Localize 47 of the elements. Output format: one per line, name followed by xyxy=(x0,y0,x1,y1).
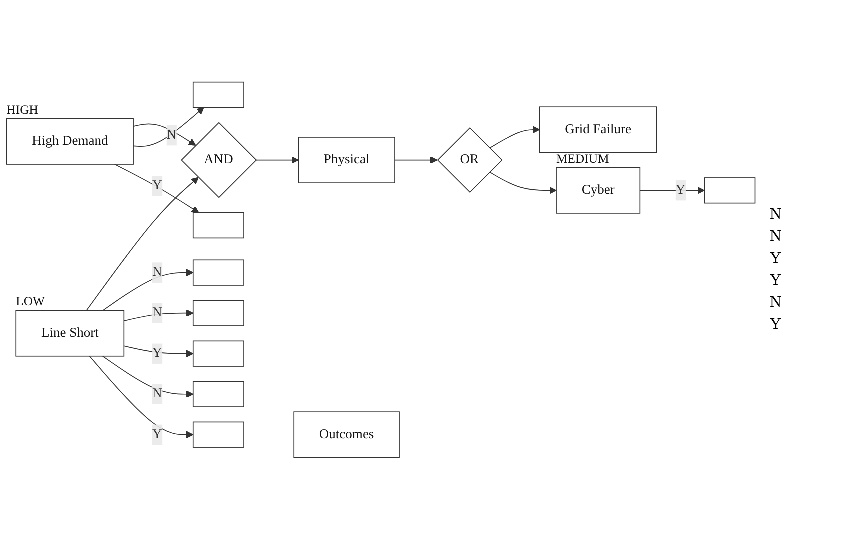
node-box xyxy=(192,260,244,286)
node-box xyxy=(192,82,244,108)
node-box: Cyber xyxy=(556,167,641,214)
branch-label: N xyxy=(770,294,783,312)
arrow xyxy=(394,156,438,164)
level-label: LOW xyxy=(16,294,45,309)
level-label: MEDIUM xyxy=(556,152,610,166)
arrow xyxy=(114,164,200,214)
arrow xyxy=(256,156,299,164)
node-box: Outcomes xyxy=(294,412,400,458)
branch-label: Y xyxy=(770,316,783,334)
node-box xyxy=(192,212,244,239)
node-diamond: OR xyxy=(437,128,503,194)
branch-label: Y xyxy=(770,250,783,268)
arrow xyxy=(89,356,194,439)
arrow xyxy=(489,126,540,149)
arrow xyxy=(133,124,196,146)
edge-label: Y xyxy=(676,183,686,198)
node-box xyxy=(192,340,244,367)
arrow xyxy=(133,107,204,148)
arrow xyxy=(102,356,194,398)
node-box: Line Short xyxy=(16,310,125,357)
node-box: Physical xyxy=(298,137,396,184)
node-diamond: AND xyxy=(181,122,258,198)
edge-label: Y xyxy=(152,346,162,361)
arrow xyxy=(489,172,557,194)
branch-label: Y xyxy=(770,272,783,290)
branch-label: N xyxy=(770,228,783,246)
arrow xyxy=(124,346,194,358)
node-box: Grid Failure xyxy=(539,106,658,154)
node-box xyxy=(192,422,244,448)
edge-label: Y xyxy=(152,178,162,193)
node-box: High Demand xyxy=(6,118,134,165)
arrow xyxy=(102,269,194,312)
arrow xyxy=(640,186,705,194)
edge-label: N xyxy=(166,128,177,142)
edge-label: N xyxy=(152,265,162,280)
branch-label: N xyxy=(770,206,783,224)
node-box xyxy=(192,381,244,408)
edge-label: Y xyxy=(152,427,162,442)
arrow xyxy=(86,177,199,312)
node-box xyxy=(704,178,756,204)
level-label: HIGH xyxy=(6,102,38,117)
edge-label: N xyxy=(152,306,162,320)
edge-label: N xyxy=(152,386,162,402)
arrow xyxy=(124,310,194,322)
node-box xyxy=(192,300,244,326)
